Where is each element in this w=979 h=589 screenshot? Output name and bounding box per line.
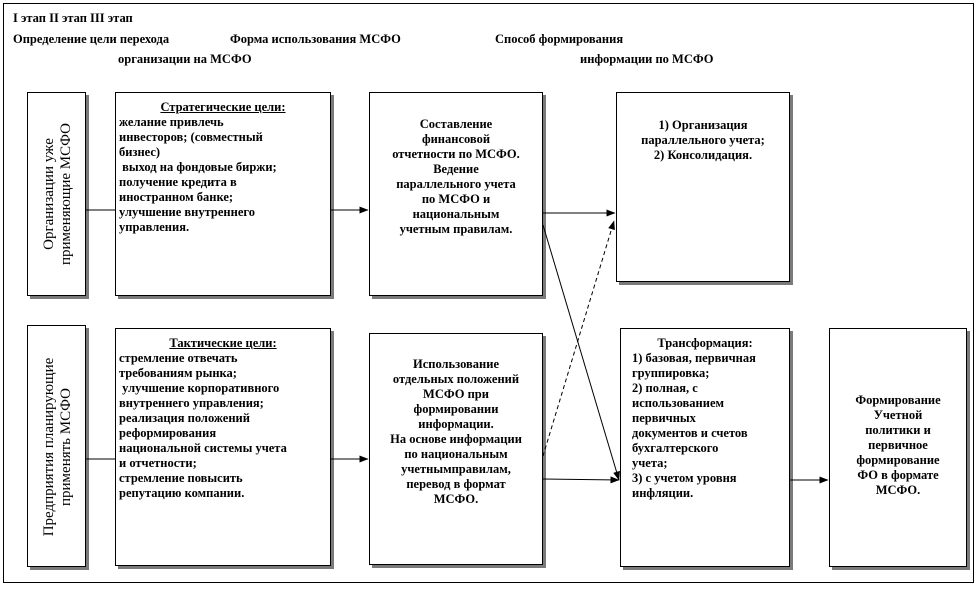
form-parallel-accounting-box: Составление финансовой отчетности по МСФ… [369,92,543,296]
transformation-line: инфляции. [632,486,694,500]
goal-line: улучшение внутреннего [119,205,255,219]
goal-line: реализация положений [119,411,250,425]
goal-line: реформирования [119,426,217,440]
transformation-line: 2) полная, с [632,381,698,395]
transformation-title: Трансформация: [657,336,753,350]
tactical-goals-box: Тактические цели: стремление отвечать тр… [115,328,331,566]
transformation-line: первичных [632,411,696,425]
column-heading-goal-line1: Определение цели перехода [13,32,170,46]
strategic-goals-title: Стратегические цели: [160,100,286,114]
goal-line: выход на фондовые биржи; [119,160,277,174]
goal-line: управления. [119,220,190,234]
side-box-planning-ifrs: Предприятия планирующие применять МСФО [27,325,86,567]
dashed-arrow-row2-form-to-method [542,220,615,457]
goal-line: репутацию компании. [119,486,245,500]
form-partial-ifrs-box: Использование отдельных положений МСФО п… [369,333,543,565]
method-parallel-consolidation-box: 1) Организация параллельного учета; 2) К… [616,92,790,282]
transformation-line: бухгалтерского [632,441,719,455]
side-box-existing-ifrs-users: Организации уже применяющие МСФО [27,92,86,296]
goal-line: и отчетности; [119,456,197,470]
diagram-frame [3,3,974,583]
arrow-row1-form-to-transformation [542,224,620,481]
column-heading-method-line1: Способ формирования [495,32,624,46]
goal-line: улучшение корпоративного [119,381,280,395]
column-heading-goal-line2: организации на МСФО [118,52,252,66]
goal-line: инвесторов; (совместный [119,130,263,144]
goal-line: требованиям рынка; [119,366,237,380]
column-heading-form: Форма использования МСФО [230,32,401,46]
transformation-line: использованием [632,396,725,410]
result-accounting-policy-box: Формирование Учетной политики и первично… [829,328,967,567]
goal-line: стремление отвечать [119,351,238,365]
tactical-goals-title: Тактические цели: [169,336,277,350]
goal-line: внутреннего управления; [119,396,264,410]
goal-line: иностранном банке; [119,190,234,204]
arrow-row2-form-to-transformation [542,476,620,484]
transformation-line: 1) базовая, первичная [632,351,756,365]
transformation-line: документов и счетов [632,426,748,440]
goal-line: национальной системы учета [119,441,287,455]
transformation-box: Трансформация: 1) базовая, первичная гру… [620,328,790,567]
transformation-line: 3) с учетом уровня [632,471,737,485]
goal-line: желание привлечь [119,115,224,129]
goal-line: получение кредита в [119,175,237,189]
goal-line: бизнес) [119,145,161,159]
stages-heading: I этап II этап III этап [13,11,133,25]
goal-line: стремление повысить [119,471,243,485]
transformation-line: учета; [632,456,668,470]
column-heading-method-line2: информации по МСФО [580,52,714,66]
strategic-goals-box: Стратегические цели: желание привлечь ин… [115,92,331,296]
transformation-line: группировка; [632,366,710,380]
